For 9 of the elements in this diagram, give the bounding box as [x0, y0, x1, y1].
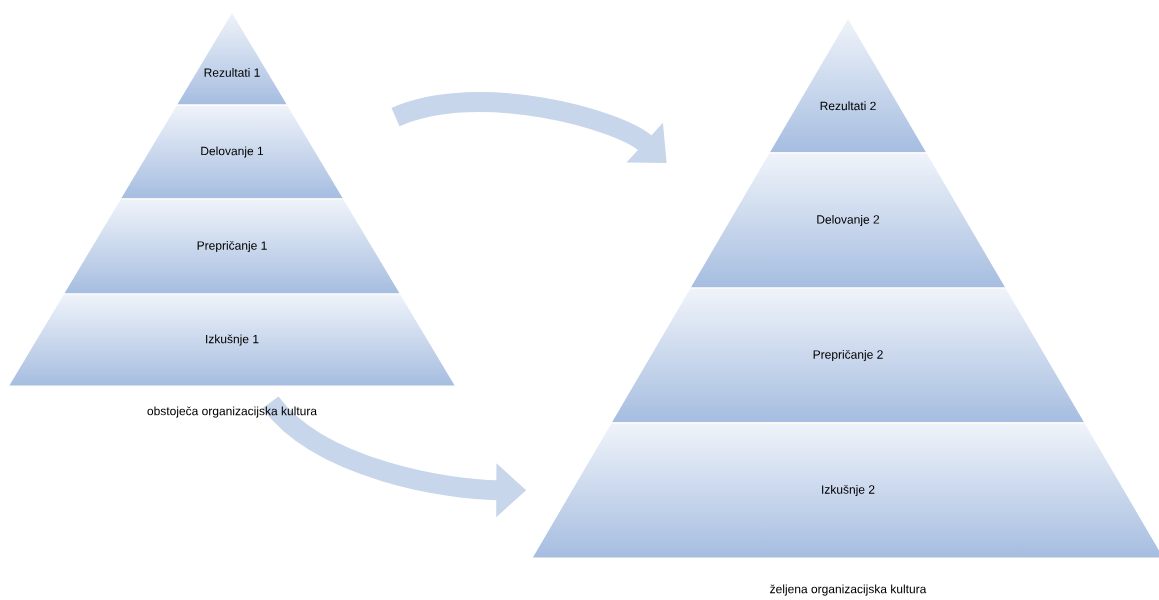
caption: željena organizacijska kultura	[770, 584, 927, 596]
pyramid-band: Izkušnje 2	[531, 422, 1159, 559]
pyramid-band: Rezultati 2	[768, 17, 928, 154]
pyramid-band: Prepričanje 2	[610, 287, 1086, 424]
pyramid-band: Izkušnje 1	[8, 293, 456, 387]
caption: obstoječa organizacijska kultura	[147, 406, 317, 418]
block-arrow	[392, 92, 667, 163]
pyramid-band: Rezultati 1	[175, 11, 289, 106]
pyramid-band: Prepričanje 1	[63, 198, 402, 295]
